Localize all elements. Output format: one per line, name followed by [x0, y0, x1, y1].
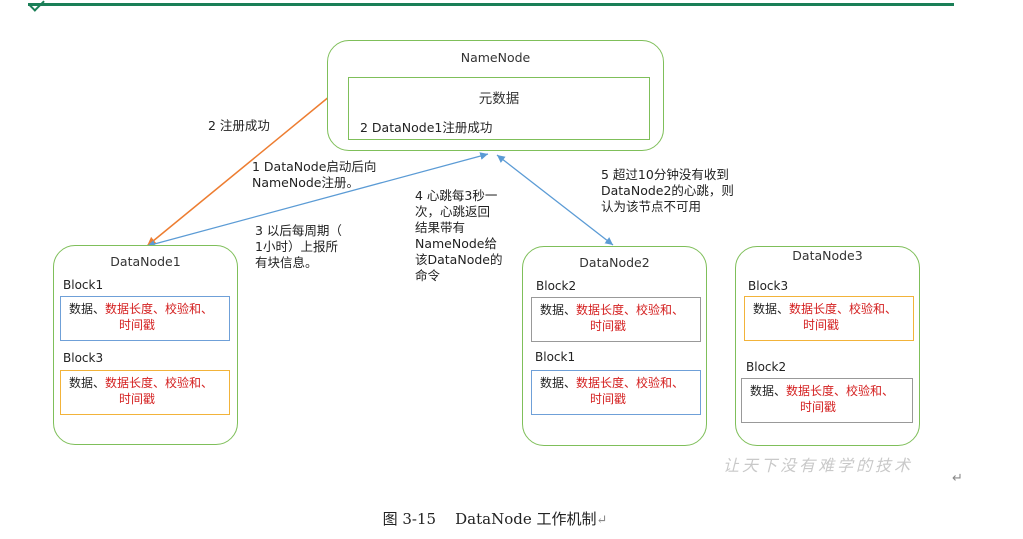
block-data-text: 数据、 [540, 376, 577, 390]
note-node-unavailable: 5 超过10分钟没有收到 DataNode2的心跳，则 认为该节点不可用 [601, 167, 734, 214]
datanode1-block-box-2: 数据、数据长度、校验和、 时间戳 [60, 370, 230, 415]
namenode-box: NameNode 元数据 2 DataNode1注册成功 [327, 40, 664, 151]
datanode3-box: DataNode3 Block3 数据、数据长度、校验和、 时间戳 Block2… [735, 246, 920, 446]
figure-caption: 图 3-15 DataNode 工作机制↵ [0, 508, 990, 529]
datanode1-block-label-2: Block3 [63, 351, 104, 365]
block-length-checksum-text: 数据长度、校验和、 [105, 376, 214, 390]
block-data-text: 数据、 [69, 376, 106, 390]
metadata-label: 元数据 [478, 91, 520, 107]
block-data-text: 数据、 [69, 302, 106, 316]
block-data-text: 数据、 [753, 302, 790, 316]
datanode2-title: DataNode2 [579, 255, 650, 270]
block-timestamp-text: 时间戳 [800, 400, 837, 414]
watermark: 让天下没有难学的技术 [723, 456, 914, 475]
register-success-text: 2 DataNode1注册成功 [360, 120, 493, 135]
datanode2-block-label-1: Block2 [536, 279, 577, 293]
datanode1-block-label-1: Block1 [63, 278, 104, 292]
datanode3-block-label-2: Block2 [746, 360, 787, 374]
note-register-success: 2 注册成功 [208, 118, 270, 133]
block-timestamp-text: 时间戳 [119, 318, 156, 332]
datanode1-block-box-1: 数据、数据长度、校验和、 时间戳 [60, 296, 230, 341]
block-timestamp-text: 时间戳 [803, 318, 840, 332]
datanode3-title: DataNode3 [792, 248, 863, 263]
block-length-checksum-text: 数据长度、校验和、 [789, 302, 898, 316]
datanode1-title: DataNode1 [110, 254, 181, 269]
return-mark-icon: ↵ [596, 513, 608, 528]
block-timestamp-text: 时间戳 [590, 319, 627, 333]
block-length-checksum-text: 数据长度、校验和、 [576, 376, 685, 390]
datanode2-block-label-2: Block1 [535, 350, 576, 364]
metadata-box: 元数据 2 DataNode1注册成功 [348, 77, 650, 140]
datanode2-box: DataNode2 Block2 数据、数据长度、校验和、 时间戳 Block1… [522, 246, 707, 446]
return-mark-icon: ↵ [952, 471, 963, 486]
datanode2-block-box-1: 数据、数据长度、校验和、 时间戳 [531, 297, 701, 342]
top-rule [28, 3, 954, 6]
block-length-checksum-text: 数据长度、校验和、 [786, 384, 895, 398]
figure-caption-text: 图 3-15 DataNode 工作机制 [382, 510, 597, 528]
block-timestamp-text: 时间戳 [119, 392, 156, 406]
datanode2-block-box-2: 数据、数据长度、校验和、 时间戳 [531, 370, 701, 415]
block-data-text: 数据、 [750, 384, 787, 398]
datanode1-box: DataNode1 Block1 数据、数据长度、校验和、 时间戳 Block3… [53, 245, 238, 445]
note-heartbeat: 4 心跳每3秒一 次，心跳返回 结果带有 NameNode给 该DataNode… [415, 188, 503, 283]
block-timestamp-text: 时间戳 [590, 392, 627, 406]
datanode3-block-box-1: 数据、数据长度、校验和、 时间戳 [744, 296, 914, 341]
block-length-checksum-text: 数据长度、校验和、 [576, 303, 685, 317]
datanode3-block-box-2: 数据、数据长度、校验和、 时间戳 [741, 378, 913, 423]
heartbeat-arrow [496, 154, 614, 246]
block-length-checksum-text: 数据长度、校验和、 [105, 302, 214, 316]
report-blocks-arrow [146, 152, 489, 248]
datanode3-block-label-1: Block3 [748, 279, 789, 293]
note-startup-register: 1 DataNode启动后向 NameNode注册。 [252, 159, 377, 190]
namenode-title: NameNode [460, 50, 531, 65]
block-data-text: 数据、 [540, 303, 577, 317]
note-periodic-report: 3 以后每周期（ 1小时）上报所 有块信息。 [255, 223, 342, 270]
